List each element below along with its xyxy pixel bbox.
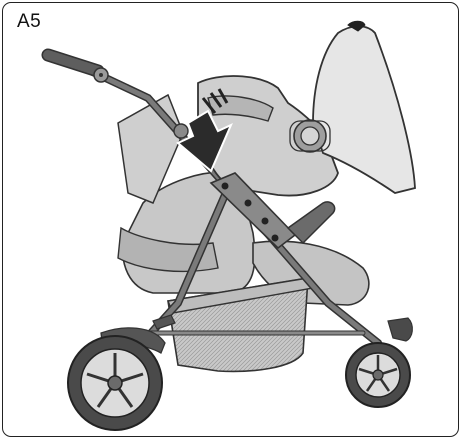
instruction-frame: A5 xyxy=(2,2,459,437)
stroller-illustration xyxy=(3,3,459,437)
handlebar[interactable] xyxy=(48,55,108,82)
rear-wheel xyxy=(68,328,165,430)
